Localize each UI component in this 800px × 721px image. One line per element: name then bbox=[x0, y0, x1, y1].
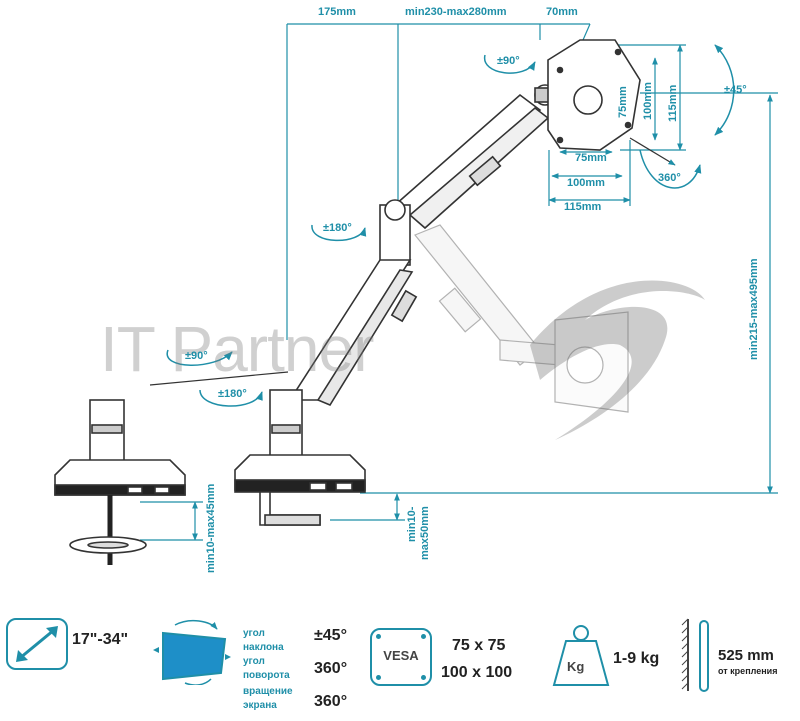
rotate-label: вращение экрана bbox=[243, 685, 293, 713]
weight-badge: Kg bbox=[567, 659, 585, 674]
rotate-label-line2: экрана bbox=[243, 700, 277, 711]
rot-swivel-right: ±45° bbox=[724, 84, 747, 96]
dim-vesa-h75: 75mm bbox=[575, 152, 607, 164]
dim-clamp-range-2: max50mm bbox=[419, 506, 431, 560]
tilt-label: угол наклона bbox=[243, 627, 284, 655]
rotate-value: 360° bbox=[314, 693, 348, 710]
grommet-mount bbox=[54, 399, 186, 565]
vesa-icon: VESA bbox=[370, 628, 432, 686]
weight-value: 1-9 kg bbox=[613, 650, 660, 667]
dim-vesa-v100: 100mm bbox=[642, 82, 654, 120]
swivel-label-line2: поворота bbox=[243, 670, 290, 681]
vesa-value-1: 75 x 75 bbox=[452, 637, 506, 654]
rot-arm-180-upper: ±180° bbox=[323, 222, 352, 234]
dim-height-range: min215-max495mm bbox=[748, 258, 760, 360]
rot-arm-180-lower: ±180° bbox=[218, 388, 247, 400]
dim-vesa-h100: 100mm bbox=[567, 177, 605, 189]
tilt-label-line1: угол bbox=[243, 628, 265, 639]
dim-grommet-range: min10-max45mm bbox=[205, 483, 217, 573]
dim-clamp-range-1: min10- bbox=[406, 506, 418, 542]
rotation-arcs bbox=[166, 44, 735, 407]
reach-label: от крепления bbox=[718, 666, 778, 676]
dim-vesa-h115: 115mm bbox=[564, 201, 602, 213]
dim-vesa-v115: 115mm bbox=[667, 84, 679, 122]
rot-tilt-top: ±90° bbox=[497, 55, 520, 67]
swivel-label: угол поворота bbox=[243, 655, 290, 683]
swivel-value: 360° bbox=[314, 660, 348, 677]
reach-icon bbox=[681, 618, 709, 692]
rotate-label-line1: вращение bbox=[243, 686, 293, 697]
tilt-screen-icon bbox=[153, 619, 231, 685]
watermark-logo bbox=[530, 280, 705, 440]
tilt-label-line2: наклона bbox=[243, 642, 284, 653]
reach-value: 525 mm bbox=[718, 647, 774, 664]
vesa-badge: VESA bbox=[383, 648, 419, 663]
screen-size-icon bbox=[6, 618, 68, 670]
main-arm bbox=[234, 39, 641, 526]
swivel-label-line1: угол bbox=[243, 656, 265, 667]
screen-size-value: 17"-34" bbox=[72, 631, 129, 648]
spec-bar: 17"-34" угол наклона ±45° угол поворота … bbox=[0, 605, 800, 721]
dim-vesa-v75: 75mm bbox=[617, 86, 629, 118]
weight-icon bbox=[552, 625, 610, 686]
dim-top-70: 70mm bbox=[546, 6, 578, 18]
vesa-value-2: 100 x 100 bbox=[441, 664, 513, 681]
monitor-arm-diagram bbox=[54, 23, 778, 565]
rot-arm-90-lower: ±90° bbox=[185, 350, 208, 362]
dim-top-range: min230-max280mm bbox=[405, 6, 507, 18]
tilt-value: ±45° bbox=[314, 627, 347, 644]
rot-360: 360° bbox=[658, 172, 681, 184]
dim-top-175: 175mm bbox=[318, 6, 356, 18]
watermark-text: IT Partner bbox=[100, 313, 374, 385]
ghost-arm bbox=[414, 224, 629, 413]
